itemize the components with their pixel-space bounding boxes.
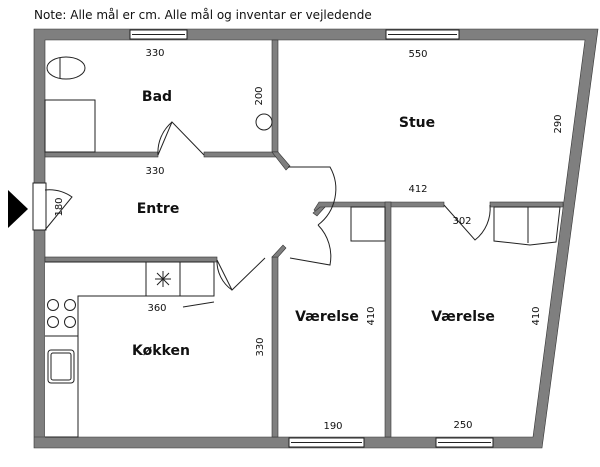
bad-height: 200 xyxy=(254,86,265,105)
entre-height: 180 xyxy=(54,197,65,216)
stue-bottom-width: 412 xyxy=(408,184,427,195)
interior-doors xyxy=(157,121,491,291)
outer-walls xyxy=(33,28,599,449)
shower-icon xyxy=(44,99,96,153)
wardrobe-icon xyxy=(493,206,561,246)
vaerelse-1-height: 410 xyxy=(366,306,377,325)
toilet-icon xyxy=(46,56,86,80)
room-label-bad: Bad xyxy=(142,89,172,105)
room-label-vaerelse-1: Værelse xyxy=(295,309,359,325)
bathroom-sink-icon xyxy=(255,113,273,131)
kokken-height: 330 xyxy=(255,337,266,356)
wardrobe-icon xyxy=(350,206,386,242)
entrance-door xyxy=(32,182,47,231)
stue-width: 550 xyxy=(408,49,427,60)
room-label-vaerelse-2: Værelse xyxy=(431,309,495,325)
windows xyxy=(129,29,494,448)
kokken-width: 360 xyxy=(147,303,166,314)
kitchen-counter xyxy=(45,261,215,438)
vaerelse-2-width: 250 xyxy=(453,420,472,431)
entrance-door-swing xyxy=(44,189,73,231)
interior-walls xyxy=(44,39,564,438)
stue-height: 290 xyxy=(553,114,564,133)
room-label-entre: Entre xyxy=(137,201,180,217)
entre-width: 330 xyxy=(145,166,164,177)
bad-width: 330 xyxy=(145,48,164,59)
stove-icon xyxy=(47,299,76,328)
entrance-arrow-icon xyxy=(8,190,28,228)
door-dimension: 302 xyxy=(452,216,471,227)
room-label-kokken: Køkken xyxy=(132,343,190,359)
vaerelse-1-width: 190 xyxy=(323,421,342,432)
vaerelse-2-height: 410 xyxy=(531,306,542,325)
note-text: Note: Alle mål er cm. Alle mål og invent… xyxy=(34,8,372,22)
room-label-stue: Stue xyxy=(399,115,435,131)
